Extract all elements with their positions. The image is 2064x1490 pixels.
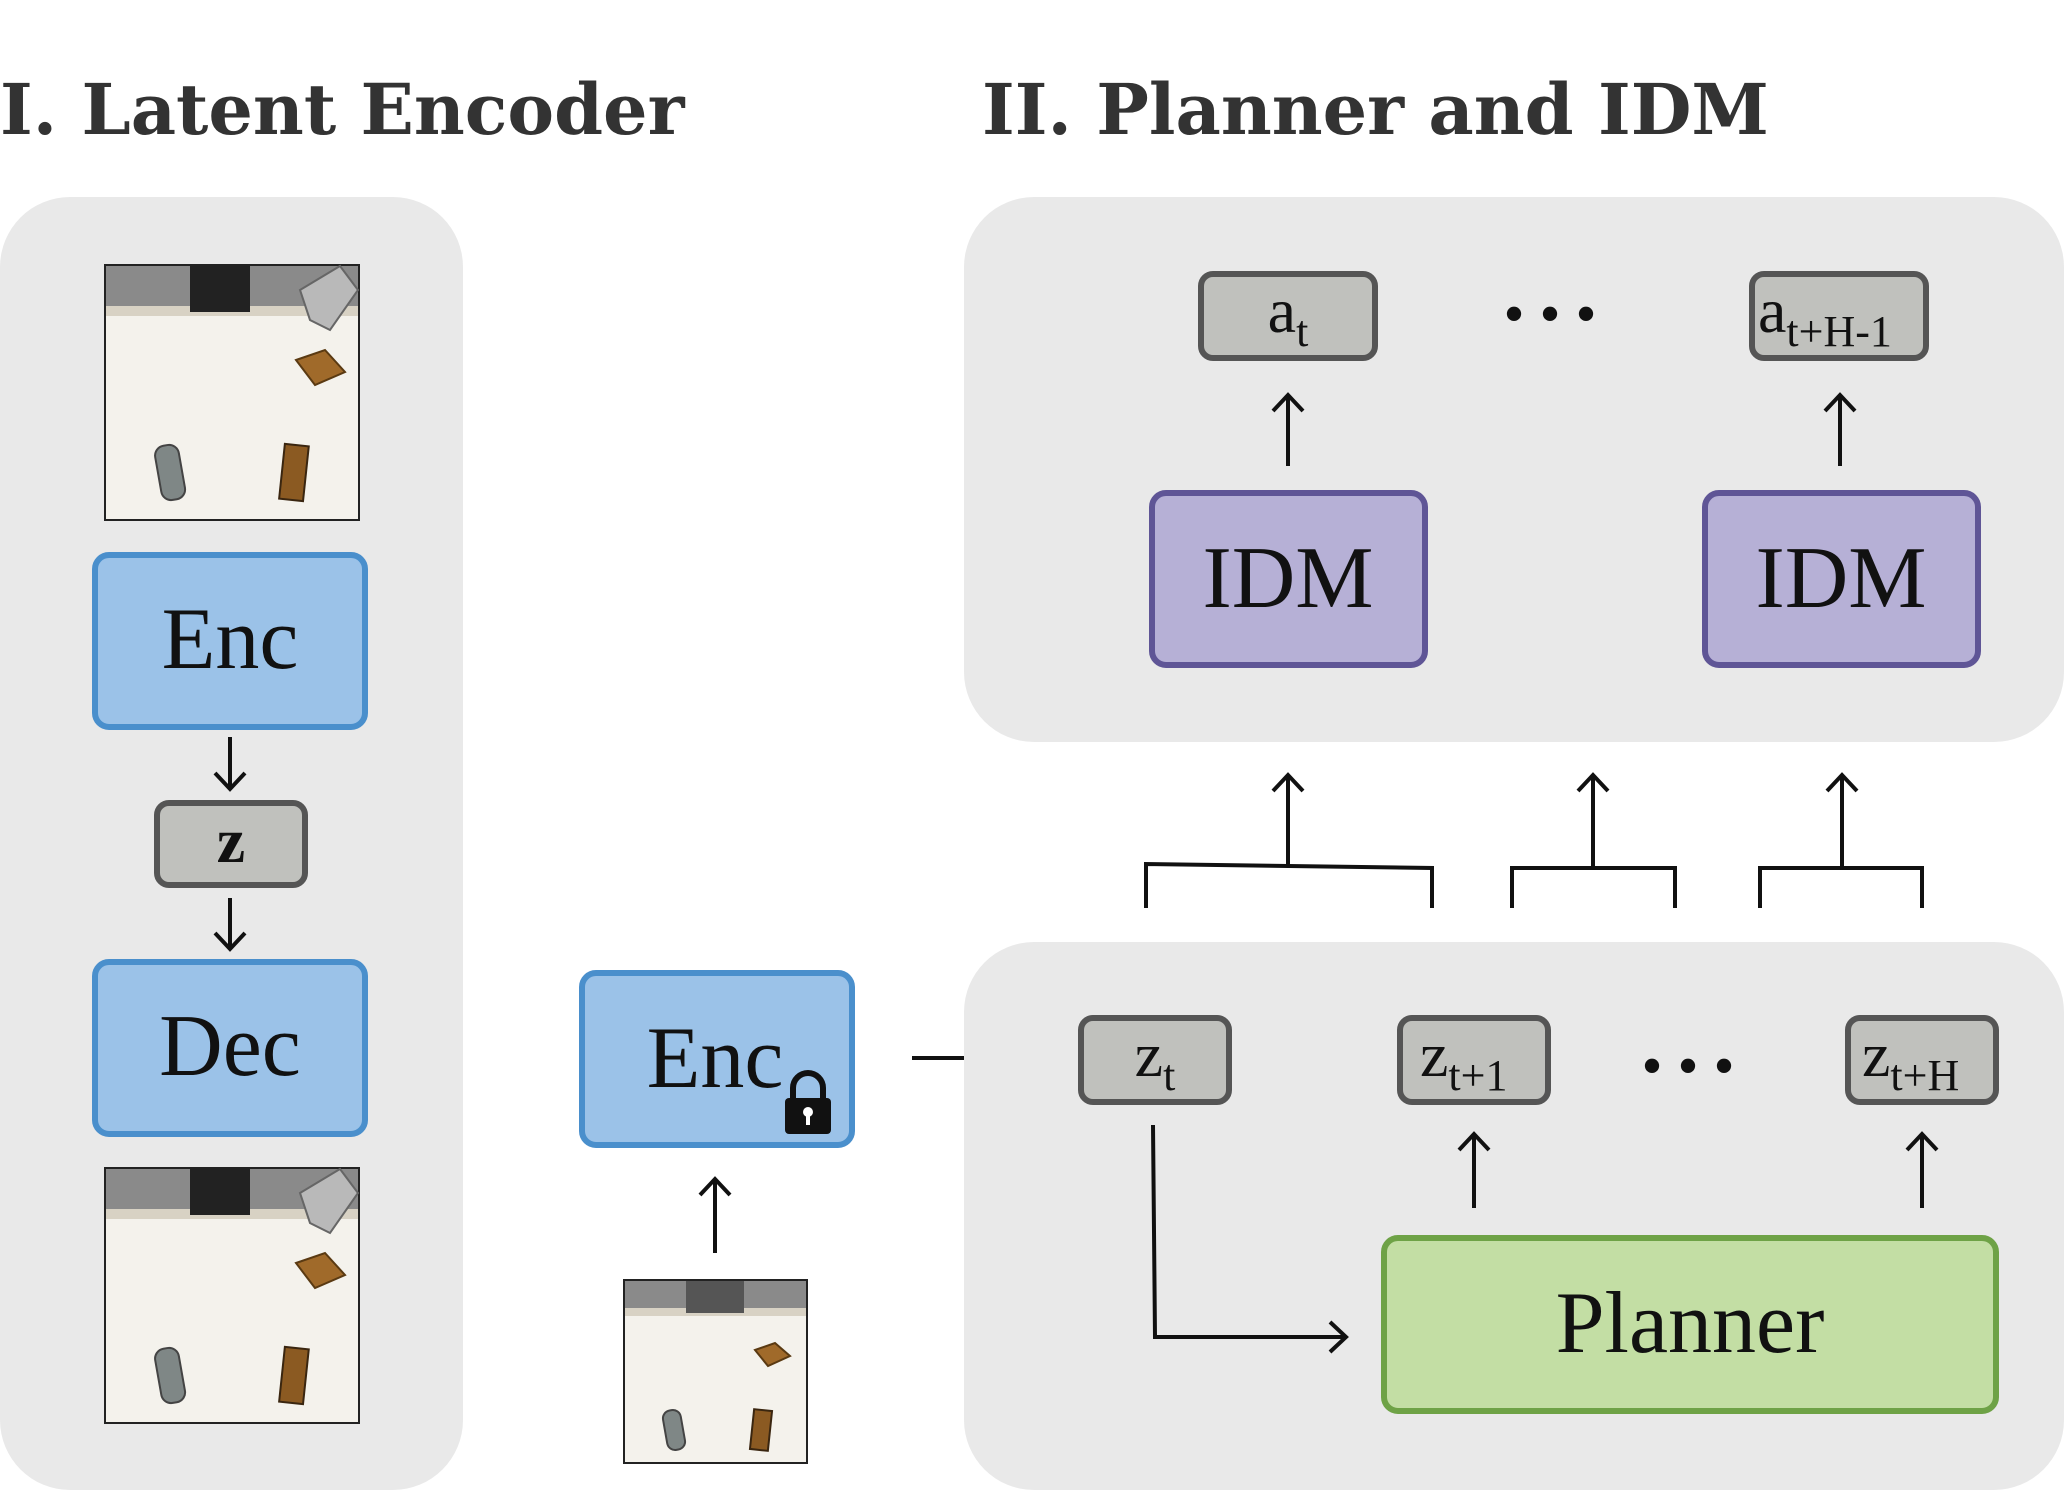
arrowhead-enc-to-z	[213, 771, 247, 792]
latent-ellipsis: • • •	[1641, 1033, 1734, 1099]
bracket-connector-3	[1758, 772, 1924, 908]
frozen-encoder-box	[579, 970, 855, 1148]
latent-token-zt	[1078, 1015, 1232, 1105]
latent-token-zt-label: zt	[1135, 1019, 1176, 1100]
latent-token-ztH	[1845, 1015, 1999, 1105]
encoder-box	[92, 552, 368, 730]
latent-token-zt1	[1397, 1015, 1551, 1105]
z-token	[154, 800, 308, 888]
arrowhead-zt-to-planner	[1328, 1320, 1349, 1354]
reconstructed-observation-image	[104, 1167, 360, 1424]
arrowhead-planner-to-ztH	[1905, 1131, 1939, 1152]
bracket-connector-2	[1510, 772, 1677, 908]
arrowhead-idm-left-to-at	[1271, 392, 1305, 413]
planner-label: Planner	[1556, 1275, 1825, 1372]
idm-box-left	[1149, 490, 1428, 668]
input-observation-image	[104, 264, 360, 521]
arrowhead-idm-right-to-atH1	[1823, 392, 1857, 413]
arrow-zt-to-planner	[1151, 1124, 1345, 1339]
arrowhead-z-to-dec	[213, 931, 247, 952]
planner-box	[1381, 1235, 1999, 1414]
idm-box-left-label: IDM	[1202, 530, 1373, 627]
decoder-label: Dec	[159, 998, 301, 1095]
arrowhead-planner-to-zt1	[1457, 1131, 1491, 1152]
decoder-box	[92, 959, 368, 1137]
latent-token-ztH-label: zt+H	[1862, 1019, 1959, 1100]
planner-idm-title: II. Planner and IDM	[982, 68, 1769, 151]
frozen-encoder-label: Enc	[647, 1010, 784, 1107]
action-token-at-label: at	[1268, 275, 1309, 356]
current-observation-image	[623, 1279, 808, 1464]
arrowhead-image-to-encoder	[698, 1176, 732, 1197]
latent-encoder-title: I. Latent Encoder	[0, 68, 686, 151]
action-token-atH1-label: at+H-1	[1758, 275, 1892, 356]
z-token-label: z	[217, 805, 245, 876]
idm-box-right	[1702, 490, 1981, 668]
action-ellipsis: • • •	[1503, 281, 1596, 347]
encoder-label: Enc	[162, 591, 299, 688]
idm-box-right-label: IDM	[1755, 530, 1926, 627]
latent-token-zt1-label: zt+1	[1420, 1019, 1507, 1100]
action-token-at	[1198, 271, 1378, 361]
bracket-connector-1	[1144, 772, 1434, 908]
action-token-atH1	[1749, 271, 1929, 361]
lock-icon	[785, 1070, 831, 1134]
